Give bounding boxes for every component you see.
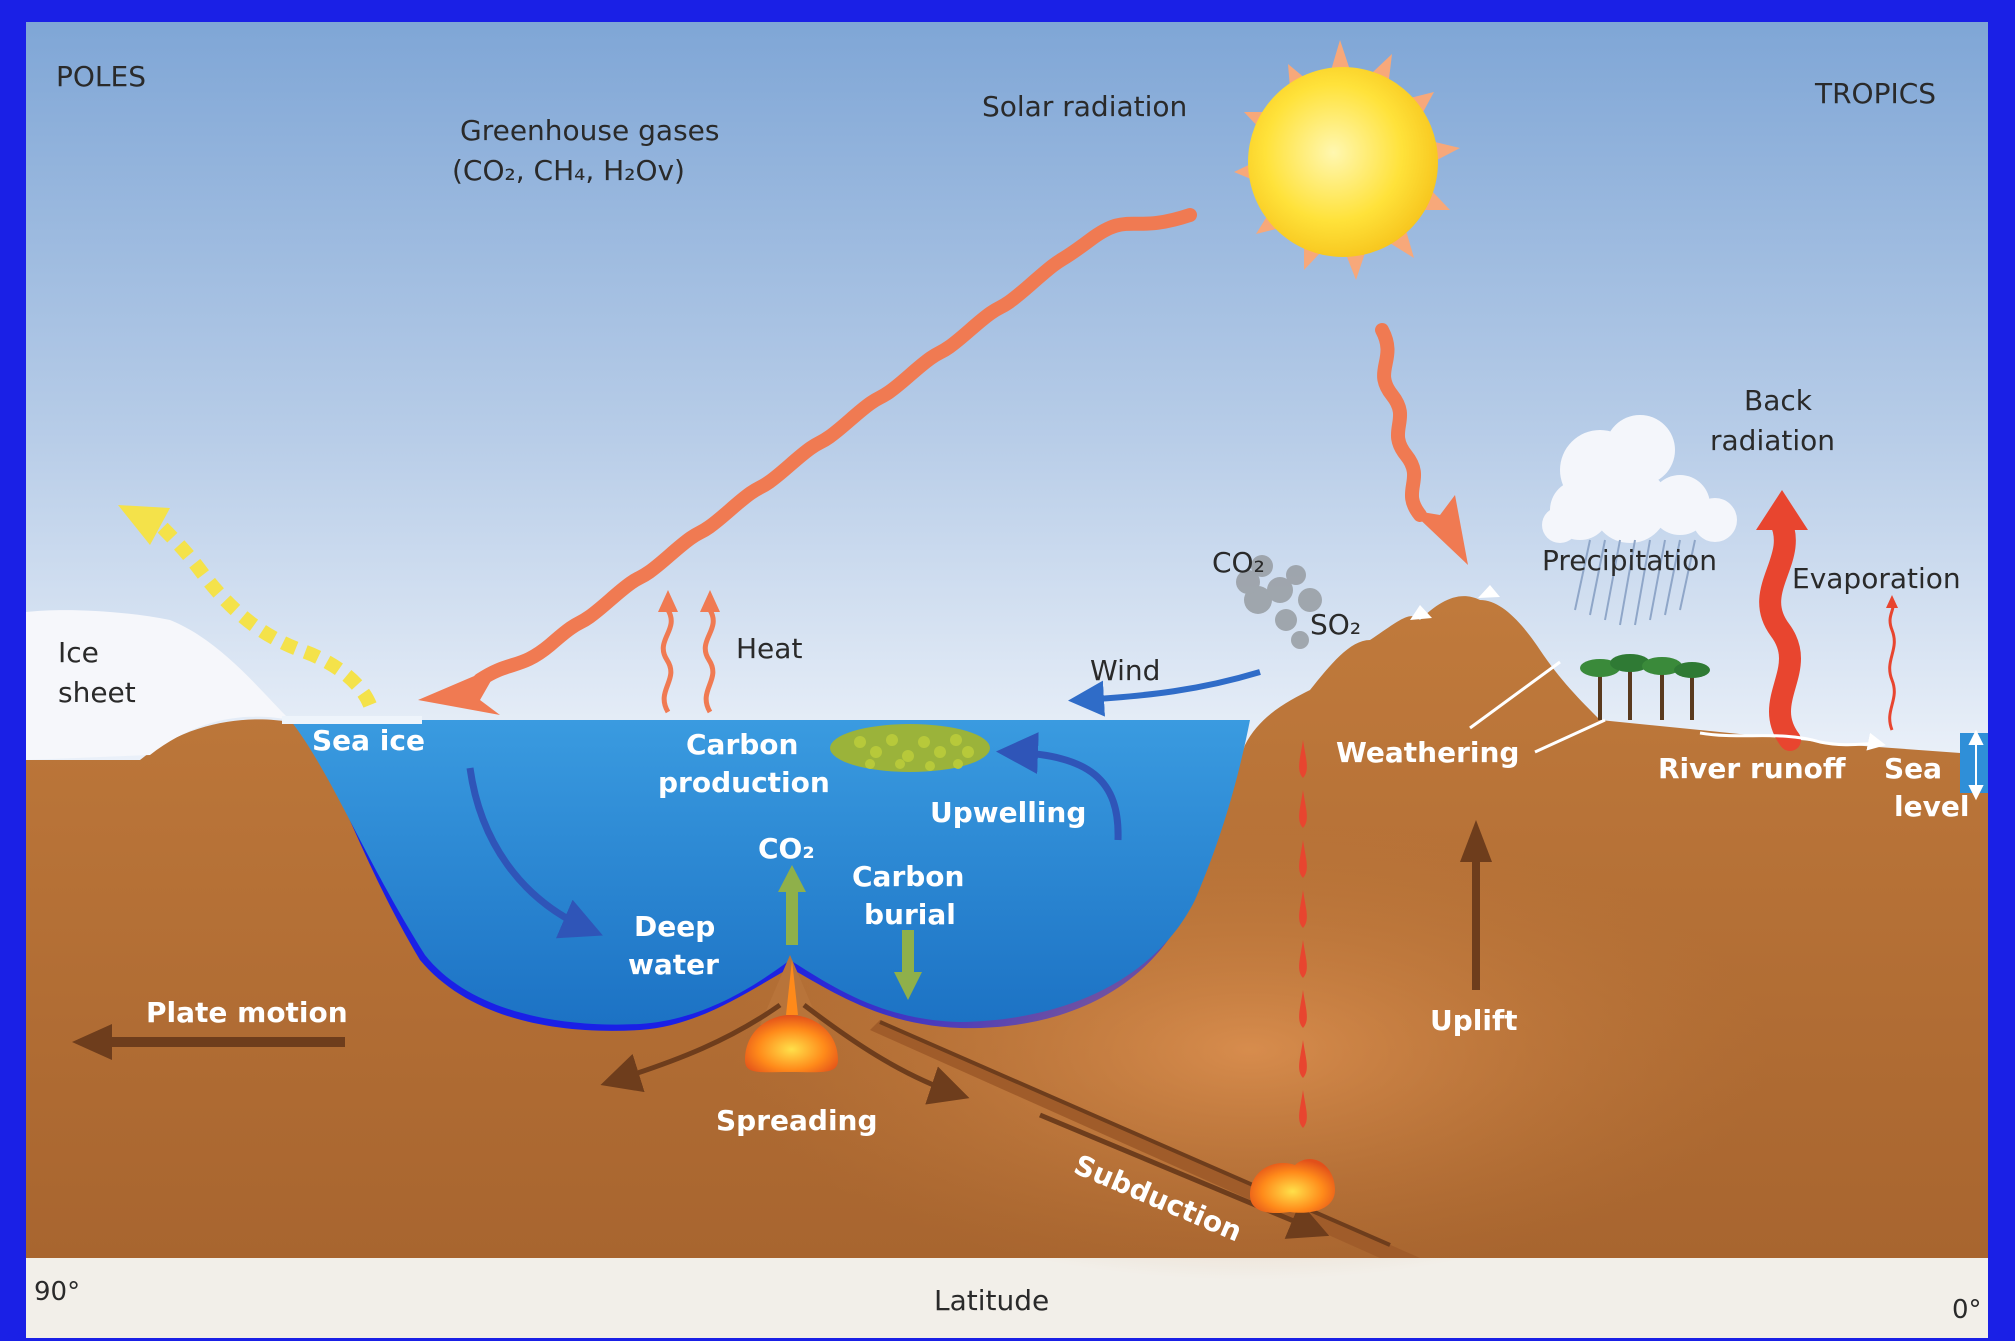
axis-right-label: 0° <box>1952 1295 1982 1325</box>
axis-center-label: Latitude <box>934 1284 1049 1317</box>
carbon-production-label-1: Carbon <box>686 728 798 761</box>
ice-sheet-label-1: Ice <box>58 636 99 669</box>
sun <box>1234 40 1460 280</box>
wind-arrow <box>1068 669 1261 717</box>
solar-radiation-arrowhead-down <box>1410 495 1468 565</box>
back-radiation-label-1: Back <box>1744 384 1813 417</box>
weathering-lines <box>1469 660 1606 754</box>
solar-radiation-label: Solar radiation <box>982 90 1187 123</box>
caption-strip <box>26 1258 1988 1338</box>
heat-label: Heat <box>736 632 802 665</box>
upwelling-label: Upwelling <box>930 796 1086 829</box>
sky <box>26 22 1988 782</box>
uplift-arrowhead <box>1460 820 1492 862</box>
evaporation-arrowhead <box>1886 595 1898 608</box>
co2-volcano-label: CO₂ <box>1212 546 1265 579</box>
ice-sheet-label-2: sheet <box>58 676 136 709</box>
rain-streaks <box>1574 539 1696 626</box>
so2-volcano-label: SO₂ <box>1310 608 1361 641</box>
co2-ridge-label: CO₂ <box>758 832 815 865</box>
solar-radiation-ray-to-sea-ice <box>473 208 1197 687</box>
palm-trees <box>1580 654 1710 720</box>
cloud <box>1542 415 1737 543</box>
carbon-burial-label-2: burial <box>864 898 956 931</box>
plate-motion-arrowhead <box>72 1024 112 1060</box>
sea-ice-slab <box>282 716 422 724</box>
wind-label: Wind <box>1090 654 1160 687</box>
precipitation-label: Precipitation <box>1542 544 1717 577</box>
sea-level-label-2: level <box>1894 790 1969 823</box>
sea-level-indicator <box>1968 729 1984 801</box>
spreading-arrow-left <box>600 1002 782 1093</box>
tropics-label: TROPICS <box>1814 77 1936 110</box>
magma-chamber <box>745 1015 838 1073</box>
magma-conduit <box>786 960 798 1015</box>
heat-arrowheads <box>658 590 720 612</box>
deep-water-label-1: Deep <box>634 910 715 943</box>
carbon-production-label-2: production <box>658 766 830 799</box>
heat-arrows <box>660 608 716 714</box>
poles-label: POLES <box>56 60 146 93</box>
evaporation-arrow <box>1888 601 1896 731</box>
solar-radiation-arrowhead-left <box>418 665 500 715</box>
weathering-label: Weathering <box>1336 736 1519 769</box>
back-radiation-arrowhead <box>1756 490 1808 530</box>
ice-sheet-shape <box>26 610 290 760</box>
volcano-plume <box>1236 555 1322 649</box>
spreading-arrow-right <box>802 1003 970 1105</box>
ocean-basin <box>290 720 1250 1025</box>
albedo-reflection-arrowhead <box>118 505 170 545</box>
carbon-burial-arrowhead <box>894 972 922 1000</box>
greenhouse-gases-label: Greenhouse gases <box>460 114 719 147</box>
uplift-label: Uplift <box>1430 1004 1518 1037</box>
co2-up-arrowhead <box>778 865 806 892</box>
sea-level-label-1: Sea <box>1884 752 1942 785</box>
evaporation-label: Evaporation <box>1792 562 1961 595</box>
mountain-snowcaps <box>1410 585 1500 620</box>
carbon-burial-label-1: Carbon <box>852 860 964 893</box>
sea-ice-label: Sea ice <box>312 724 425 757</box>
spreading-label: Spreading <box>716 1104 878 1137</box>
back-radiation-label-2: radiation <box>1710 424 1835 457</box>
plate-motion-label: Plate motion <box>146 996 348 1029</box>
subduction-magma-blob <box>1250 1159 1335 1214</box>
river-runoff-label: River runoff <box>1658 752 1846 785</box>
greenhouse-gases-formula: (CO₂, CH₄, H₂Ov) <box>452 154 685 187</box>
upwelling-arrow <box>996 732 1122 841</box>
deep-water-arrow <box>466 767 603 939</box>
river-runoff-arrow <box>1699 731 1886 751</box>
albedo-reflection-arrow <box>150 515 377 708</box>
solar-radiation-ray-to-land <box>1375 323 1427 522</box>
axis-left-label: 90° <box>34 1277 80 1307</box>
carbon-production-patch <box>830 724 990 772</box>
rising-magma-drops <box>1299 740 1307 1128</box>
deep-water-label-2: water <box>628 948 719 981</box>
back-radiation-arrow <box>1759 509 1801 751</box>
